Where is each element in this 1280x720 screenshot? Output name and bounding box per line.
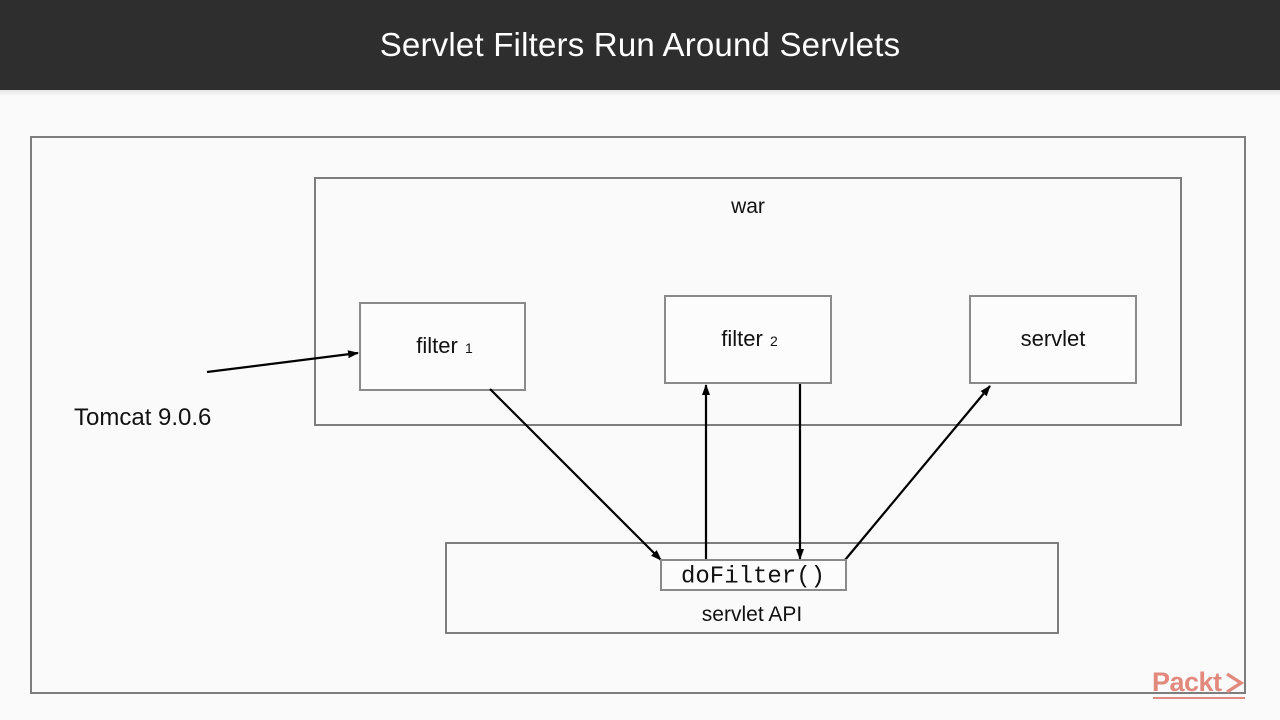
dofilter-method-box[interactable]: [660, 559, 847, 591]
servlet-api-box: [445, 542, 1059, 634]
tomcat-version-label: Tomcat 9.0.6: [74, 404, 211, 431]
filter2-box[interactable]: [664, 295, 832, 384]
servlet-label: servlet: [1021, 326, 1086, 351]
filter2-subscript: 2: [770, 333, 778, 349]
dofilter-method-label: doFilter(): [681, 563, 825, 590]
filter2-label: filter: [721, 326, 763, 351]
filter1-subscript: 1: [465, 340, 473, 356]
edge-dofilter-to-servlet: [844, 385, 991, 561]
filter1-box[interactable]: [359, 302, 526, 391]
slide-header: Servlet Filters Run Around Servlets: [0, 0, 1280, 90]
servlet-box[interactable]: [969, 295, 1137, 384]
packt-wordmark: Packt: [1152, 667, 1222, 697]
diagram-canvas: war Tomcat 9.0.6 filter 1 filter 2 servl…: [0, 96, 1280, 720]
flow-diagram: war Tomcat 9.0.6 filter 1 filter 2 servl…: [30, 136, 1246, 694]
war-container-box: [314, 177, 1182, 426]
tomcat-container-box: [30, 136, 1246, 694]
page-title: Servlet Filters Run Around Servlets: [379, 26, 901, 63]
edge-filter1-to-dofilter: [489, 388, 662, 561]
packt-underline: [1153, 697, 1245, 699]
packt-chevron-icon: [1226, 672, 1244, 694]
war-label: war: [730, 195, 765, 218]
header-divider: [0, 90, 1280, 96]
edge-tomcat-to-filter1: [206, 350, 359, 374]
filter1-label: filter: [416, 333, 458, 358]
packt-logo: Packt: [1152, 668, 1262, 708]
servlet-api-label: servlet API: [702, 603, 802, 626]
